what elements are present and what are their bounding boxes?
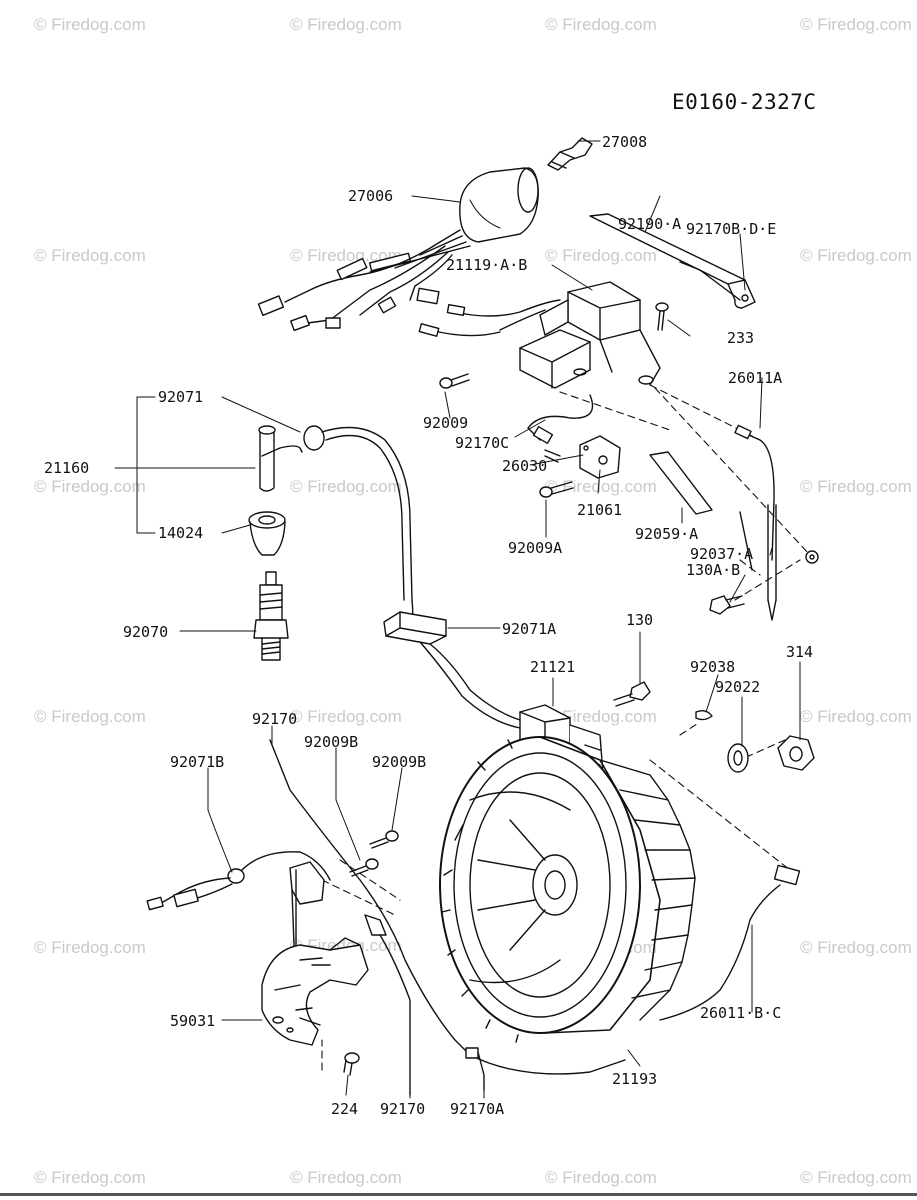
callout-92070: 92070 [123, 623, 169, 641]
callout-26011a: 26011A [728, 369, 783, 387]
dashed-guides [321, 384, 811, 1071]
woodruff-key [695, 709, 713, 721]
pulser-bracket [261, 937, 369, 1046]
watermark: © Firedog.com [800, 938, 912, 957]
watermark: © Firedog.com [34, 707, 146, 726]
callout-26030: 26030 [502, 457, 548, 475]
spark-plug [253, 571, 289, 661]
harness-92071b [146, 851, 331, 911]
callout-92190a: 92190·A [618, 215, 682, 233]
leader-lines [114, 140, 801, 1099]
watermark: © Firedog.com [545, 477, 657, 496]
insulator-strip [649, 451, 713, 515]
callout-314: 314 [786, 643, 814, 661]
screw-233 [655, 302, 669, 331]
callout-27006: 27006 [348, 187, 394, 205]
bolt-130 [613, 681, 651, 707]
callout-14024: 14024 [158, 524, 204, 542]
callout-92038: 92038 [690, 658, 736, 676]
wire-harness [257, 241, 453, 332]
callout-92170: 92170 [380, 1100, 426, 1118]
callout-59031: 59031 [170, 1012, 216, 1030]
bolt-130a [709, 595, 745, 615]
watermark: © Firedog.com [545, 246, 657, 265]
bracket-strip [589, 213, 756, 309]
lead-wire-26011a [734, 424, 819, 621]
callout-92009b: 92009B [372, 753, 427, 771]
callout-27008: 27008 [602, 133, 648, 151]
callout-92009a: 92009A [508, 539, 563, 557]
ground-lead [527, 394, 621, 479]
watermark: © Firedog.com [800, 477, 912, 496]
callout-21061: 21061 [577, 501, 623, 519]
callout-233: 233 [727, 329, 755, 347]
watermark: © Firedog.com [545, 15, 657, 34]
watermark: © Firedog.com [34, 15, 146, 34]
watermark: © Firedog.com [290, 1168, 402, 1187]
ignition-module [418, 281, 661, 389]
watermark: © Firedog.com [34, 938, 146, 957]
diagram-code: E0160-2327C [672, 90, 817, 114]
callout-21119ab: 21119·A·B [446, 256, 528, 274]
callout-130ab: 130A·B [686, 561, 741, 579]
callout-21193: 21193 [612, 1070, 658, 1088]
lead-wire-26011bc [659, 864, 801, 1021]
callout-92071a: 92071A [502, 620, 557, 638]
watermark: © Firedog.com [290, 246, 402, 265]
screw-92009b [369, 830, 399, 849]
watermark: © Firedog.com [545, 1168, 657, 1187]
callout-bracket [136, 396, 156, 534]
callout-92059a: 92059·A [635, 525, 699, 543]
callout-21121: 21121 [530, 658, 576, 676]
callout-92022: 92022 [715, 678, 761, 696]
callout-92170a: 92170A [450, 1100, 505, 1118]
flywheel [439, 736, 696, 1043]
watermark: © Firedog.com [545, 707, 657, 726]
callout-130: 130 [626, 611, 654, 629]
watermark: © Firedog.com [34, 477, 146, 496]
callout-26011bc: 26011·B·C [700, 1004, 782, 1022]
callout-92009b: 92009B [304, 733, 359, 751]
watermark: © Firedog.com [800, 15, 912, 34]
callout-224: 224 [331, 1100, 359, 1118]
switch-body [368, 167, 539, 273]
grommet [383, 611, 521, 729]
callout-92071b: 92071B [170, 753, 225, 771]
callout-92037a: 92037·A [690, 545, 754, 563]
callout-92170bde: 92170B·D·E [686, 220, 777, 238]
screw-92009 [439, 373, 470, 389]
callout-92071: 92071 [158, 388, 204, 406]
watermark: © Firedog.com [800, 1168, 912, 1187]
callout-21160: 21160 [44, 459, 90, 477]
watermark: © Firedog.com [800, 246, 912, 265]
watermark: © Firedog.com [290, 15, 402, 34]
lead-wire-92170 [269, 739, 626, 1096]
flywheel-nut [777, 735, 815, 771]
callout-92170: 92170 [252, 710, 298, 728]
watermark: © Firedog.com [800, 707, 912, 726]
bottom-border [0, 1193, 917, 1196]
screw-92009a [539, 481, 574, 498]
callout-92009: 92009 [423, 414, 469, 432]
watermark: © Firedog.com [290, 477, 402, 496]
callout-92170c: 92170C [455, 434, 510, 452]
plug-boot [248, 511, 286, 556]
key-clip [547, 137, 593, 171]
watermark: © Firedog.com [34, 246, 146, 265]
washer [727, 743, 749, 773]
screw-224 [343, 1052, 360, 1076]
watermark: © Firedog.com [34, 1168, 146, 1187]
watermark: © Firedog.com [290, 707, 402, 726]
